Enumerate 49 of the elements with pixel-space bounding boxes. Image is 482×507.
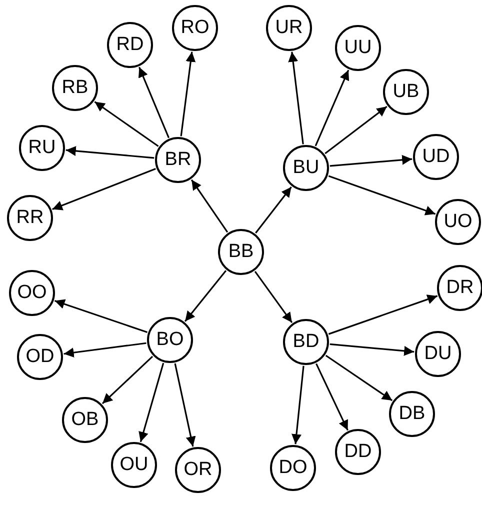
arrow bbox=[330, 343, 414, 356]
arrow bbox=[255, 186, 292, 234]
arrow bbox=[54, 299, 148, 334]
circle-node: DR bbox=[437, 265, 482, 311]
arrow bbox=[180, 52, 196, 136]
circle-node: RO bbox=[172, 5, 218, 51]
arrow bbox=[292, 366, 304, 444]
arrow bbox=[94, 101, 159, 147]
arrow bbox=[314, 70, 350, 146]
arrow bbox=[52, 168, 156, 210]
circle-node: UO bbox=[435, 199, 481, 245]
circle-node: BB bbox=[218, 229, 264, 275]
circle-node: UR bbox=[266, 5, 312, 51]
circle-node: OB bbox=[62, 397, 108, 443]
circle-node: OR bbox=[175, 447, 221, 493]
circle-node: DB bbox=[389, 391, 435, 437]
arrow bbox=[316, 363, 348, 431]
arrow bbox=[64, 342, 146, 358]
circle-node: OO bbox=[9, 270, 55, 316]
arrow bbox=[254, 270, 293, 324]
arrow bbox=[102, 356, 154, 404]
arrow bbox=[328, 175, 436, 216]
circle-node: DU bbox=[415, 331, 461, 377]
circle-node: DD bbox=[335, 429, 381, 475]
circle-node: OU bbox=[111, 442, 157, 488]
arrow bbox=[174, 363, 196, 447]
arrow bbox=[138, 66, 170, 138]
arrow bbox=[184, 270, 227, 322]
arrow bbox=[288, 52, 304, 144]
circle-node: BO bbox=[147, 317, 193, 363]
arrow bbox=[330, 154, 412, 167]
arrow bbox=[190, 179, 228, 233]
circle-node: RR bbox=[7, 195, 53, 241]
arrow bbox=[324, 106, 388, 154]
circle-node: UU bbox=[335, 25, 381, 71]
circle-node: UD bbox=[413, 134, 459, 180]
circle-node: BR bbox=[155, 137, 201, 183]
circle-node: RU bbox=[19, 125, 65, 171]
circle-node: OD bbox=[17, 334, 63, 380]
circle-node: BU bbox=[283, 145, 329, 191]
arrow bbox=[66, 146, 154, 159]
arrow bbox=[325, 354, 393, 402]
circle-node: DO bbox=[270, 445, 316, 491]
circle-node: UB bbox=[383, 69, 429, 115]
circle-node: RD bbox=[107, 22, 153, 68]
circle-node: BD bbox=[283, 319, 329, 365]
circle-node: RB bbox=[52, 65, 98, 111]
arrow bbox=[138, 362, 164, 442]
arrow bbox=[328, 294, 438, 335]
